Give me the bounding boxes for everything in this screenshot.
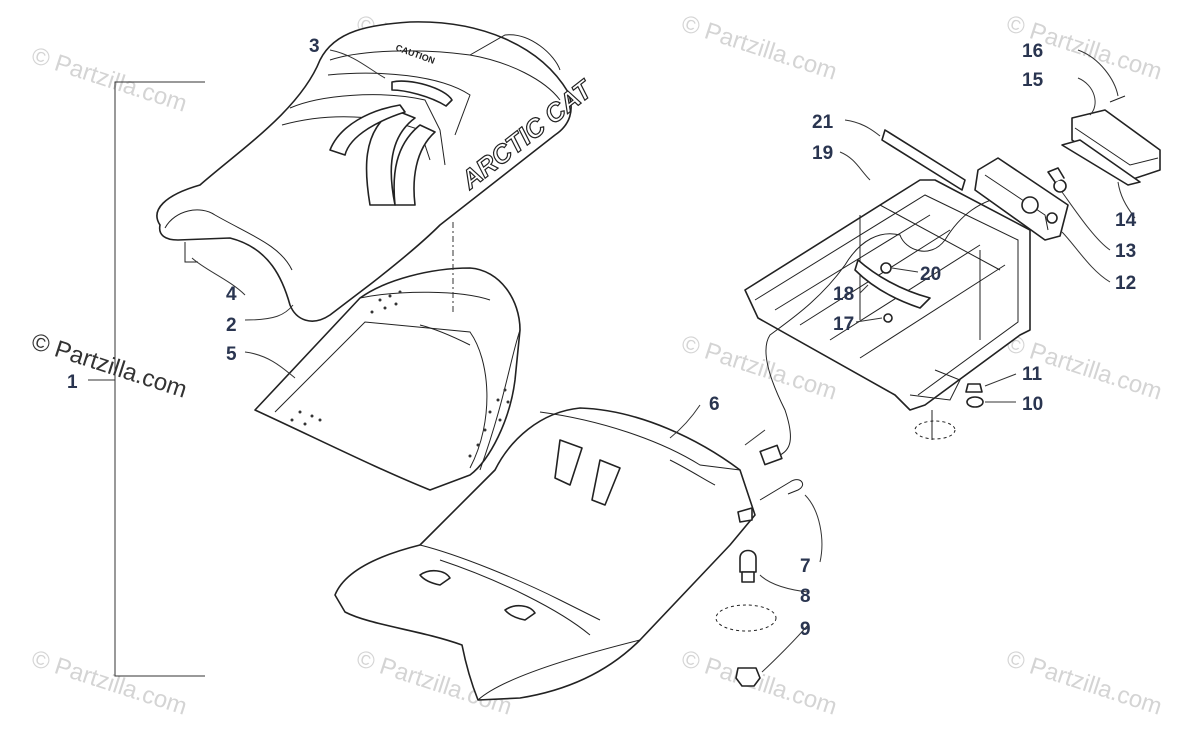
callout-20: 20 — [920, 264, 941, 285]
watermark-text: © Partzilla.com — [1003, 645, 1165, 721]
hardware-parts — [715, 479, 803, 687]
harness-connector — [759, 444, 783, 466]
callout-labels: 1 2 3 4 5 6 7 8 9 10 11 12 13 14 15 16 1… — [67, 36, 1137, 640]
mount-surface — [715, 604, 777, 632]
callout-12: 12 — [1115, 273, 1136, 294]
callout-13: 13 — [1115, 241, 1136, 262]
watermark-text: © Partzilla.com — [678, 645, 840, 721]
foam-texture — [290, 290, 510, 458]
callout-7: 7 — [800, 556, 811, 577]
watermark-text: © Partzilla.com — [28, 42, 190, 118]
rivet — [883, 313, 893, 323]
seat-foam — [254, 267, 521, 491]
callout-9: 9 — [800, 619, 811, 640]
taillight-assembly — [974, 157, 1069, 241]
callout-17: 17 — [833, 314, 854, 335]
watermark-prominent: © Partzilla.com — [28, 328, 190, 404]
luggage-rack — [744, 179, 1031, 440]
taillight-lens — [1061, 95, 1161, 186]
nut — [735, 667, 761, 687]
callout-19: 19 — [812, 143, 833, 164]
stud-base — [741, 571, 755, 583]
push-stud — [739, 549, 757, 573]
callout-4: 4 — [226, 284, 237, 305]
watermark-text: © Partzilla.com — [678, 10, 840, 86]
rack-nut — [965, 383, 983, 393]
callout-1: 1 — [67, 372, 78, 393]
bolt — [880, 262, 892, 274]
callout-8: 8 — [800, 586, 811, 607]
callout-21: 21 — [812, 112, 834, 133]
watermark-text: © Partzilla.com — [28, 645, 190, 721]
callout-15: 15 — [1022, 70, 1044, 91]
reflector-gasket — [881, 129, 966, 191]
bulb — [1053, 179, 1067, 193]
callout-3: 3 — [309, 36, 320, 57]
seat-base — [334, 407, 756, 701]
light-bracket — [854, 259, 931, 309]
retaining-clip — [759, 479, 803, 501]
callout-2: 2 — [226, 315, 237, 336]
callout-5: 5 — [226, 344, 237, 365]
callout-10: 10 — [1022, 394, 1043, 415]
washer — [966, 396, 984, 408]
callout-18: 18 — [833, 284, 854, 305]
leader-lines — [191, 49, 1136, 673]
rack-mount-surface — [914, 420, 956, 440]
callout-14: 14 — [1115, 210, 1137, 231]
callout-16: 16 — [1022, 41, 1043, 62]
assembly-bracket — [88, 81, 205, 677]
callout-11: 11 — [1022, 364, 1043, 385]
callout-6: 6 — [709, 394, 720, 415]
seat-cover: ARCTIC CAT CAUTION — [156, 21, 600, 322]
wiring-harness — [765, 194, 1011, 456]
